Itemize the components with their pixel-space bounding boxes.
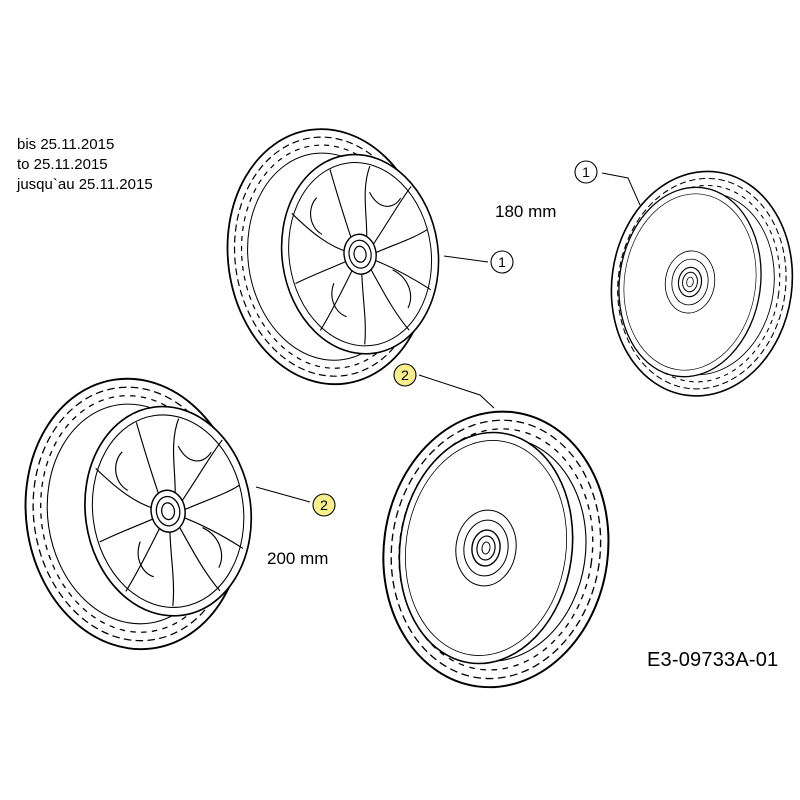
validity-note-de: bis 25.11.2015 [17, 136, 115, 153]
wheel-b-hub-180 [596, 158, 800, 409]
callout-2-top: 2 [393, 363, 417, 387]
svg-text:2: 2 [401, 367, 409, 383]
dimension-large: 200 mm [267, 549, 329, 568]
validity-note-fr: jusqu`au 25.11.2015 [17, 176, 153, 193]
svg-text:2: 2 [320, 497, 328, 513]
callout-2-left: 2 [312, 493, 336, 517]
dimension-small: 180 mm [495, 202, 557, 221]
drawing-number: E3-09733A-01 [647, 649, 779, 671]
svg-text:1: 1 [498, 254, 506, 270]
validity-note-en: to 25.11.2015 [17, 156, 108, 173]
wheel-c-spoke-200 [7, 363, 266, 665]
wheel-d-hub-200 [364, 395, 628, 703]
leader-lines [255, 172, 641, 503]
wheel-a-spoke-180 [210, 115, 453, 399]
svg-text:1: 1 [582, 164, 590, 180]
callout-1-right: 1 [574, 160, 598, 184]
callout-1-left: 1 [490, 250, 514, 274]
